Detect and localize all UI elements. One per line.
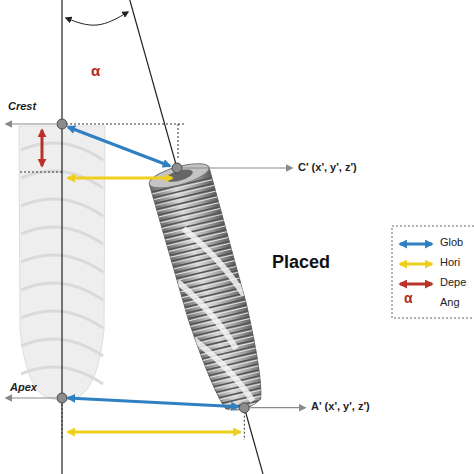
pointer-line xyxy=(6,123,56,124)
horizontal-arrow xyxy=(68,177,172,180)
pointer-line xyxy=(183,167,292,168)
coordinate-label: A' (x', y', z') xyxy=(311,400,370,413)
legend-swatch xyxy=(400,243,432,246)
legend-swatch xyxy=(400,263,432,266)
legend-text: Depe xyxy=(440,276,466,289)
guide-line xyxy=(20,172,62,173)
legend-box xyxy=(392,226,474,318)
angle-arc xyxy=(66,12,128,25)
placed-implant xyxy=(142,157,279,418)
landmark-dot xyxy=(172,163,182,173)
legend-symbol: α xyxy=(404,290,413,306)
legend-text: Glob xyxy=(440,236,463,249)
guide-line xyxy=(244,412,245,440)
pointer-line xyxy=(6,397,56,398)
coordinate-label: C' (x', y', z') xyxy=(298,161,357,174)
global-arrow xyxy=(68,127,170,166)
landmark-label: Crest xyxy=(8,100,36,113)
title-label: Placed xyxy=(272,252,330,273)
guide-line xyxy=(178,124,179,158)
guide-line xyxy=(62,124,184,125)
landmark-dot xyxy=(57,119,67,129)
legend-swatch xyxy=(400,283,432,286)
depth-arrow xyxy=(41,130,44,166)
landmark-label: Apex xyxy=(10,381,37,394)
global-arrow xyxy=(68,398,238,407)
legend-text: Hori xyxy=(440,256,460,269)
landmark-dot xyxy=(239,403,249,413)
angle-symbol: α xyxy=(91,62,100,79)
landmark-dot xyxy=(57,393,67,403)
horizontal-arrow xyxy=(68,431,240,434)
legend-text: Ang xyxy=(440,296,460,309)
guide-line xyxy=(62,400,63,440)
pointer-line xyxy=(250,407,305,408)
